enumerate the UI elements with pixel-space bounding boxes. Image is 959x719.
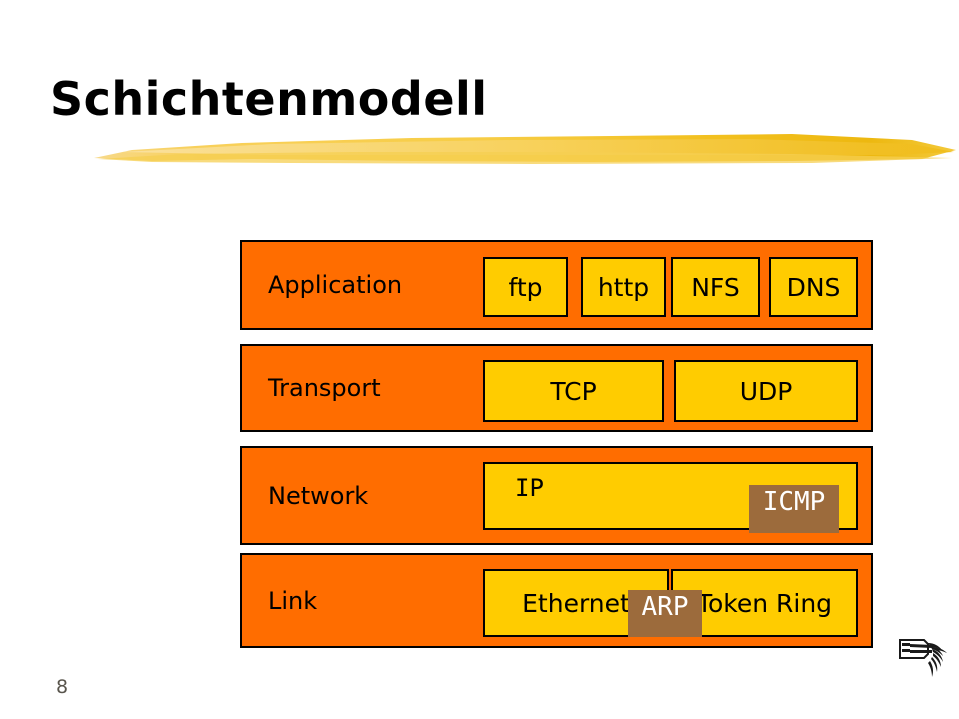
- page-title: Schichtenmodell: [50, 72, 488, 126]
- layer-label-application: Application: [268, 271, 403, 299]
- protocol-box-dns[interactable]: DNS: [769, 257, 858, 317]
- layer-row-link[interactable]: Link Ethernet Token Ring ARP: [240, 553, 873, 648]
- layer-row-network[interactable]: Network IP ICMP: [240, 446, 873, 545]
- layer-row-transport[interactable]: Transport TCP UDP: [240, 344, 873, 432]
- protocol-box-token-ring[interactable]: Token Ring: [671, 569, 858, 637]
- page-number: 8: [56, 676, 69, 698]
- layer-row-application[interactable]: Application ftp http NFS DNS: [240, 240, 873, 330]
- layer-label-link: Link: [268, 586, 318, 615]
- protocol-box-http[interactable]: http: [581, 257, 666, 317]
- protocol-box-tcp[interactable]: TCP: [483, 360, 664, 422]
- pointing-hand-icon[interactable]: [898, 636, 950, 684]
- aux-box-icmp[interactable]: ICMP: [749, 485, 839, 533]
- layer-model-diagram: Application ftp http NFS DNS Transport T…: [240, 240, 873, 648]
- brush-stroke-decoration: [94, 134, 956, 164]
- aux-box-arp[interactable]: ARP: [628, 590, 702, 637]
- protocol-box-udp[interactable]: UDP: [674, 360, 858, 422]
- protocol-box-nfs[interactable]: NFS: [671, 257, 760, 317]
- layer-label-transport: Transport: [268, 374, 381, 402]
- layer-label-network: Network: [268, 481, 369, 510]
- protocol-box-ftp[interactable]: ftp: [483, 257, 568, 317]
